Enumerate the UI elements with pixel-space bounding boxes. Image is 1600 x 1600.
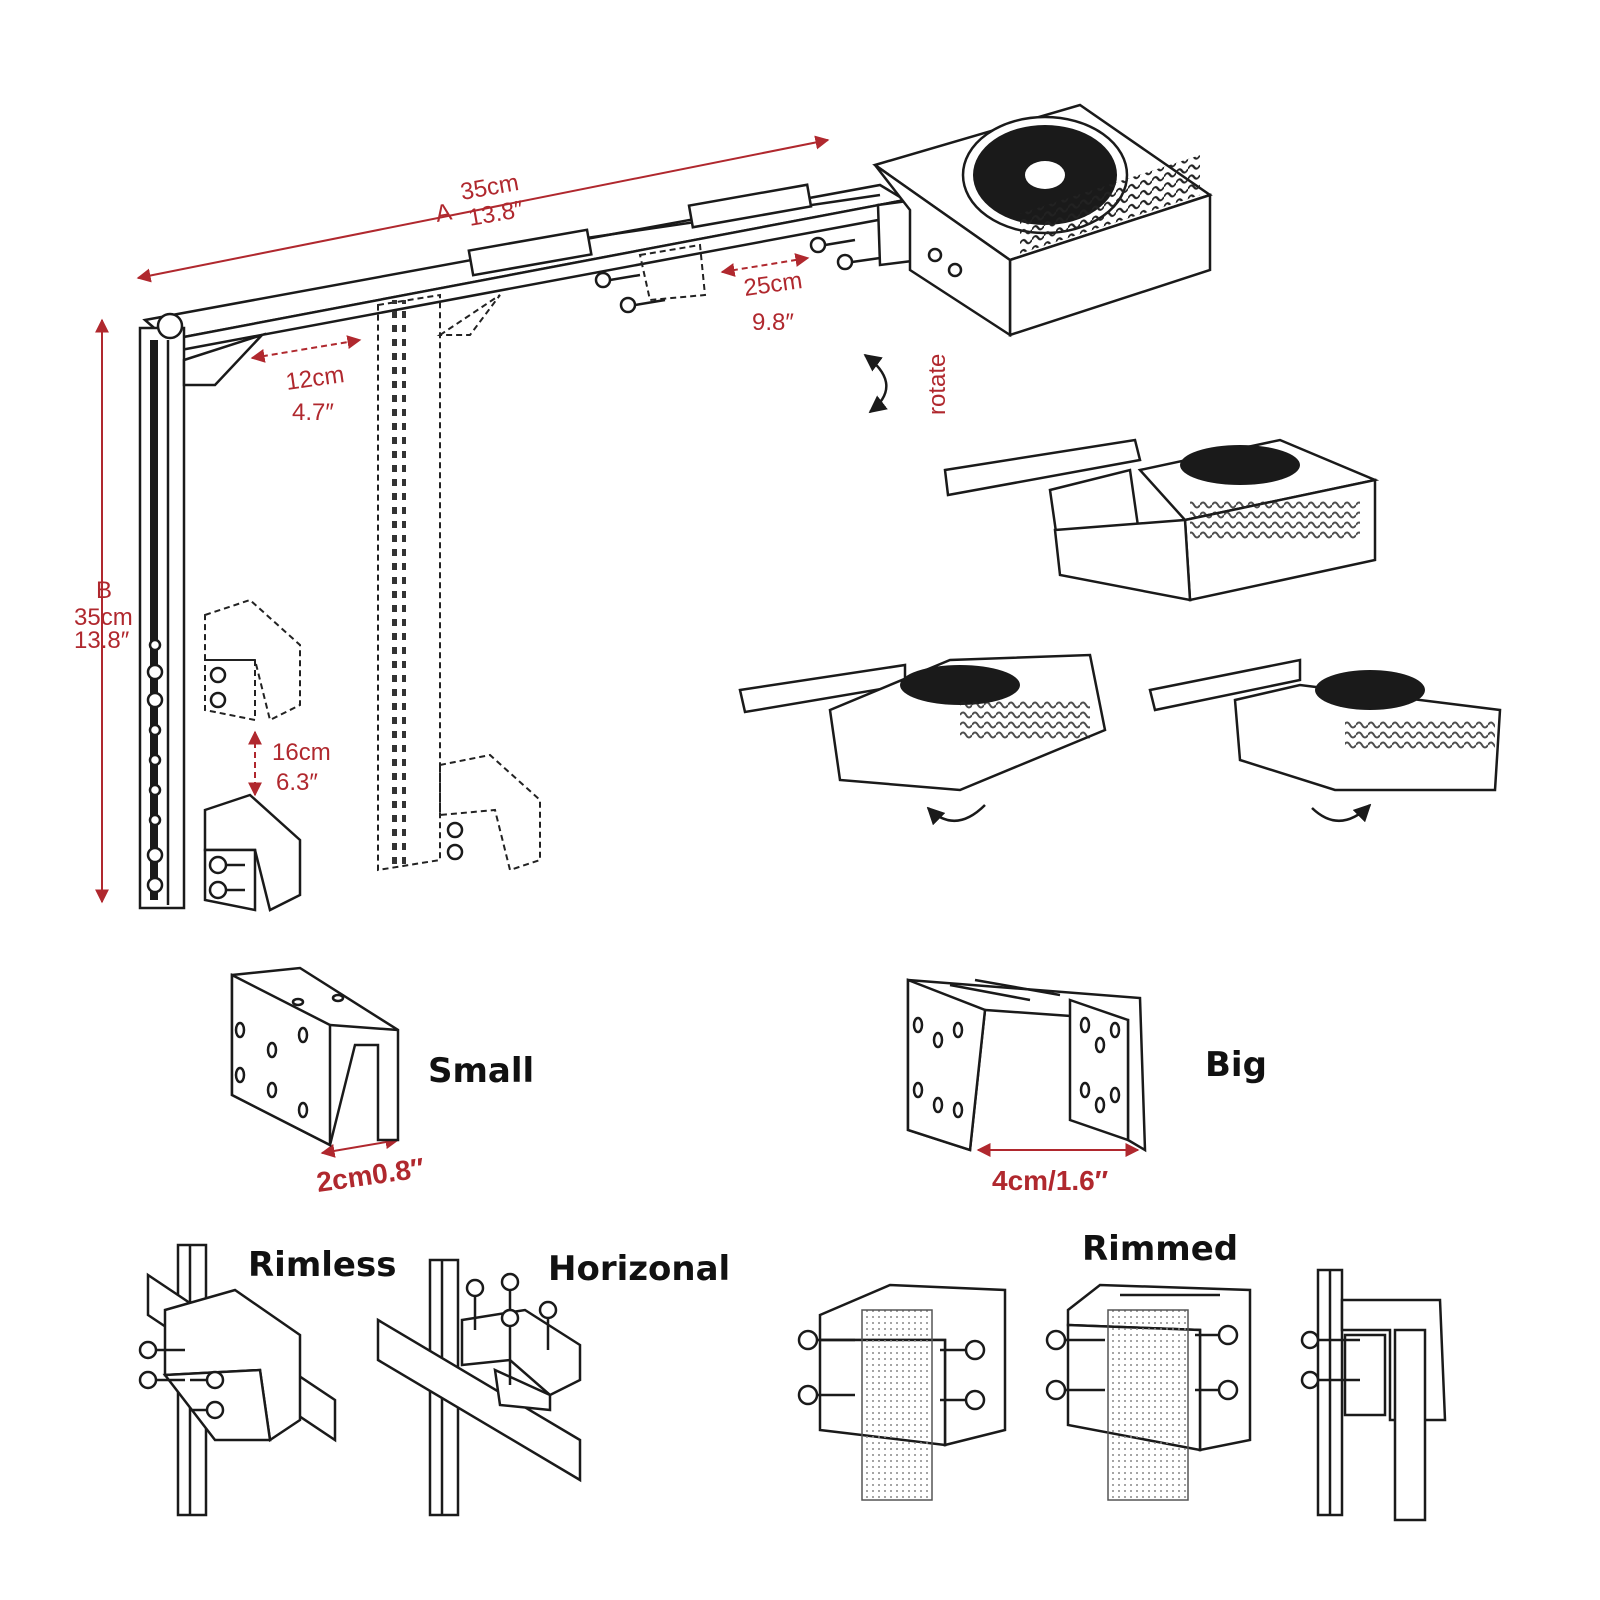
dim-rotate: rotate [924, 354, 951, 415]
big-clamp-label: Big [1205, 1045, 1267, 1085]
fan-box-main [872, 103, 1213, 338]
dashed-post [377, 293, 541, 872]
dim-c-cm: 12cm [284, 361, 346, 396]
horizonal-label: Horizonal [548, 1249, 730, 1289]
dim-d-cm: 25cm [742, 267, 804, 302]
dim-b-in: 13.8″ [74, 627, 130, 654]
dim-d-in: 9.8″ [752, 309, 794, 336]
dashed-clamp-upper [204, 598, 301, 722]
small-clamp [230, 966, 400, 1148]
dim-e-in: 6.3″ [276, 769, 318, 796]
view-tilt-right [1148, 658, 1502, 792]
big-clamp [906, 978, 1147, 1153]
post-holes [146, 638, 164, 894]
rimless-label: Rimless [248, 1245, 396, 1285]
lower-clamp [203, 793, 302, 912]
dimension-lines [95, 135, 1140, 1158]
rimmed-example-2 [1045, 1283, 1252, 1501]
rimmed-label: Rimmed [1082, 1229, 1238, 1269]
view-tilt-none [943, 438, 1380, 602]
dim-c-in: 4.7″ [292, 399, 334, 426]
dim-a-letter: A [433, 199, 453, 228]
horizonal-example [376, 1258, 582, 1517]
big-clamp-dim: 4cm/1.6″ [992, 1165, 1108, 1196]
small-clamp-label: Small [428, 1051, 534, 1091]
small-clamp-dim: 2cm0.8″ [315, 1152, 427, 1198]
rotate-arrows [863, 353, 1372, 826]
dim-b-letter: B [96, 577, 112, 604]
dim-e-cm: 16cm [272, 739, 331, 766]
view-tilt-left [738, 653, 1107, 792]
rimless-example [138, 1243, 337, 1517]
rimmed-example-3 [1300, 1268, 1447, 1522]
rimmed-example-1 [797, 1283, 1007, 1501]
dim-b-cm: 35cm [74, 604, 133, 631]
